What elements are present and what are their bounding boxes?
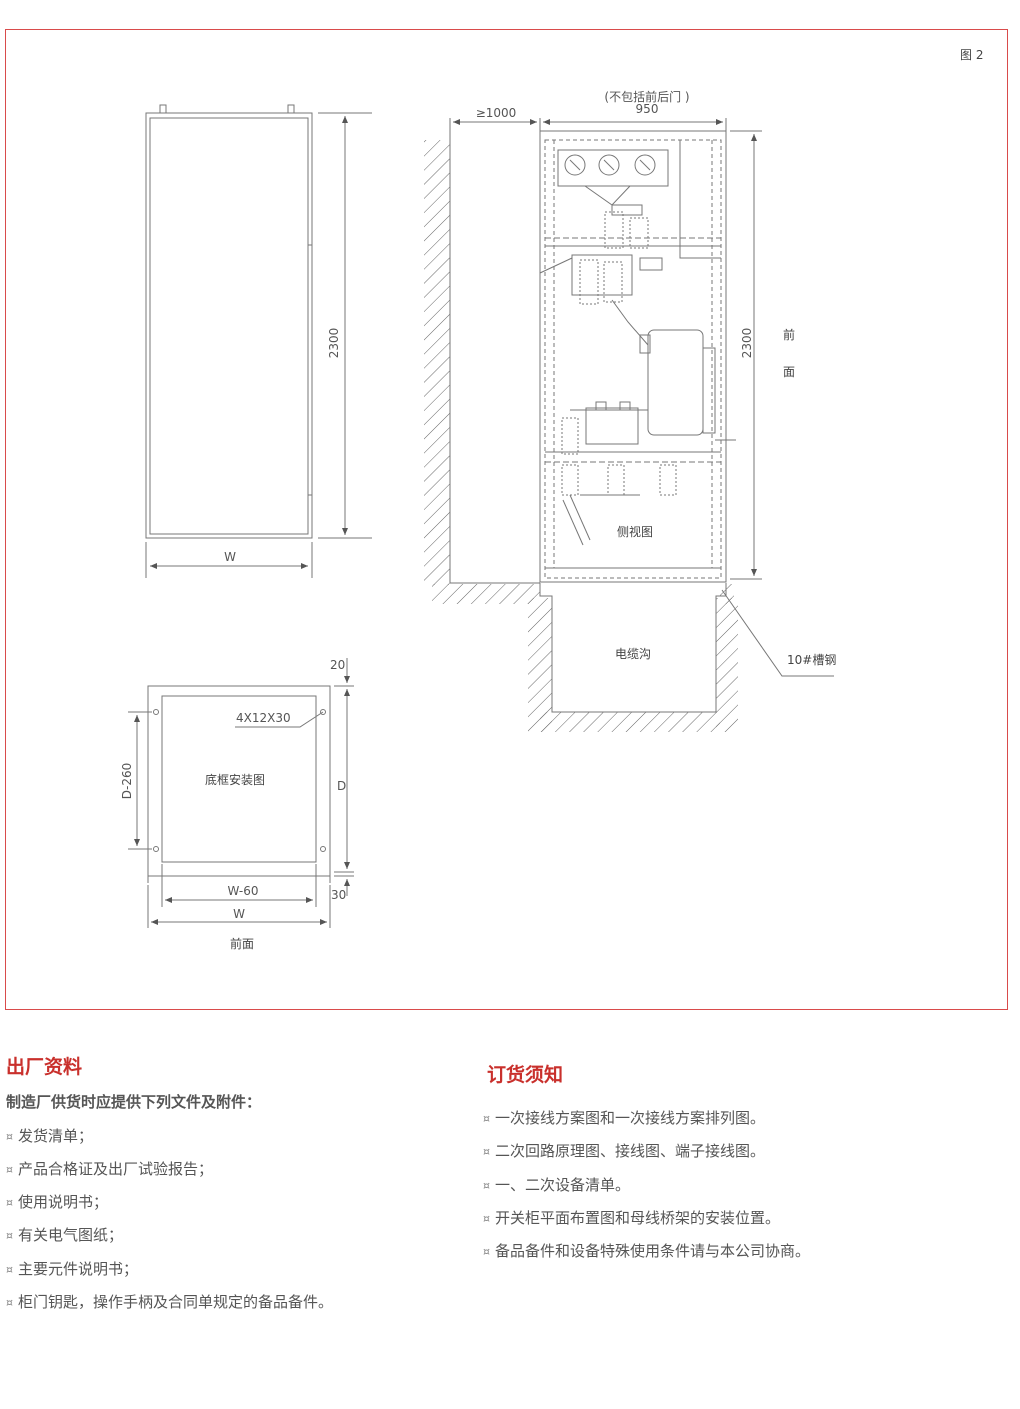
dim-w60: W-60 xyxy=(228,884,259,898)
dim-20: 20 xyxy=(330,658,345,672)
base-frame xyxy=(128,658,354,928)
channel-steel-label: 10#槽钢 xyxy=(787,653,836,667)
side-height-dim: 2300 xyxy=(740,328,754,359)
factory-docs-item: ¤使用说明书； xyxy=(6,1193,109,1211)
figure-frame xyxy=(5,29,1008,1010)
factory-docs-item: ¤发货清单； xyxy=(6,1127,94,1145)
order-notes-item: ¤二次回路原理图、接线图、端子接线图。 xyxy=(483,1142,766,1160)
factory-docs-item: ¤有关电气图纸； xyxy=(6,1226,124,1244)
factory-docs-title: 出厂资料 xyxy=(6,1056,83,1078)
side-view xyxy=(424,118,834,732)
dim-d260: D-260 xyxy=(120,763,134,799)
order-notes-item: ¤一次接线方案图和一次接线方案排列图。 xyxy=(483,1109,766,1127)
factory-docs-item: ¤产品合格证及出厂试验报告； xyxy=(6,1160,214,1178)
order-notes-item: ¤开关柜平面布置图和母线桥架的安装位置。 xyxy=(483,1209,781,1227)
factory-docs-item: ¤主要元件说明书； xyxy=(6,1260,139,1278)
factory-docs-item: ¤柜门钥匙，操作手柄及合同单规定的备品备件。 xyxy=(6,1293,334,1311)
side-front-label-2: 面 xyxy=(783,365,795,379)
front-height-dim: 2300 xyxy=(327,328,341,359)
front-view xyxy=(145,104,372,578)
cable-trench-label: 电缆沟 xyxy=(615,647,651,661)
base-frame-front: 前面 xyxy=(230,936,254,951)
technical-drawing: 图 2 2300 W xyxy=(120,48,983,951)
order-notes-item: ¤一、二次设备清单。 xyxy=(483,1176,631,1194)
side-view-title: 侧视图 xyxy=(617,524,653,539)
side-top-note: (不包括前后门 ) xyxy=(604,89,689,104)
order-notes-title: 订货须知 xyxy=(487,1064,564,1086)
side-front-label-1: 前 xyxy=(783,327,795,342)
dim-w: W xyxy=(233,907,245,921)
base-frame-title: 底框安装图 xyxy=(205,772,265,787)
order-notes-item: ¤备品备件和设备特殊使用条件请与本公司协商。 xyxy=(483,1242,811,1260)
side-depth-dim: 950 xyxy=(636,102,659,116)
side-clearance-dim: ≥1000 xyxy=(476,106,517,120)
dim-d: D xyxy=(337,779,346,793)
hole-spec: 4X12X30 xyxy=(236,711,291,725)
dim-30: 30 xyxy=(331,888,346,902)
factory-docs-subtitle: 制造厂供货时应提供下列文件及附件： xyxy=(6,1093,262,1111)
figure-label: 图 2 xyxy=(960,48,983,62)
front-width-dim: W xyxy=(224,550,236,564)
